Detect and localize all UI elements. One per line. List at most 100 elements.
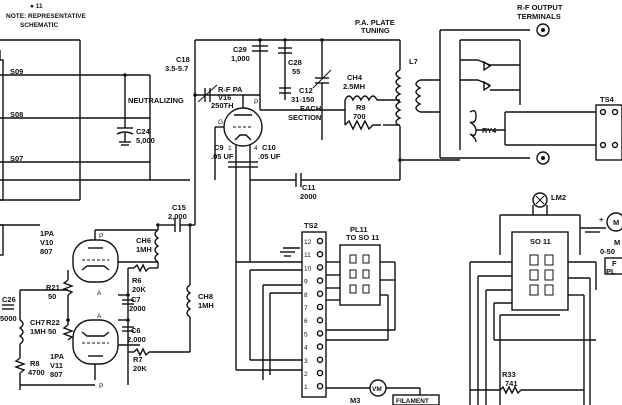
ch7-value: 1MH — [30, 327, 46, 336]
r22-value: 50 — [48, 327, 56, 336]
schematic-note: ● 11 NOTE: REPRESENTATIVE SCHEMATIC — [6, 3, 87, 29]
c11-ref: C11 — [302, 183, 315, 192]
ground-symbol — [280, 247, 300, 257]
ch6-ref: CH6 — [136, 236, 151, 245]
pa-plate-tuning-1: P.A. PLATE — [355, 18, 395, 27]
r21-ref: R21 — [46, 283, 60, 292]
ch4-value: 2.5MH — [343, 82, 365, 91]
c24-ref: C24 — [136, 127, 151, 136]
ch8-ref: CH8 — [198, 292, 213, 301]
socket-so11: SO 11 — [469, 214, 597, 405]
r6-value: 20K — [132, 285, 146, 294]
v10-line3: 807 — [40, 247, 53, 256]
v16-line1: R-F PA — [218, 85, 243, 94]
r21-value: 50 — [48, 292, 56, 301]
choke-ch7: CH7 1MH — [18, 318, 46, 345]
r9-value: 700 — [353, 112, 366, 121]
c24-value: 5,000 — [136, 136, 155, 145]
c12-section: SECTION — [288, 113, 321, 122]
ts4-label: TS4 — [600, 95, 615, 104]
rf-output-1: R-F OUTPUT — [517, 3, 563, 12]
pa-plate-tuning-2: TUNING — [361, 26, 390, 35]
ts2-terminal-post — [316, 382, 324, 390]
r6-ref: R6 — [132, 276, 142, 285]
r7-ref: R7 — [133, 355, 143, 364]
r7-value: 20K — [133, 364, 147, 373]
v11-pin-a: A — [97, 313, 102, 320]
ts2-terminal-post — [316, 264, 324, 271]
capacitor-c9-c10: C9 .05 UF C10 .05 UF — [211, 143, 281, 168]
left-lower-box — [0, 224, 4, 256]
switch-label-s09: S09 — [10, 67, 23, 76]
resistor-r9: R9 700 — [344, 103, 395, 131]
meter-vm: VM M3 FILAMENT — [326, 379, 440, 405]
c12-value: 31-150 — [291, 95, 314, 104]
resistor-r33: R33 741 — [470, 370, 584, 395]
rf-output-2: TERMINALS — [517, 12, 561, 21]
r8-ref: R8 — [30, 359, 40, 368]
right-label-range: 0-50 — [600, 247, 615, 256]
ts2-terminal-post — [316, 330, 324, 337]
ts2-terminal-number: 11 — [304, 252, 311, 259]
switch-label-s08: S08 — [10, 110, 23, 119]
note-line-1: ● 11 — [30, 3, 43, 10]
c10-ref: C10 — [262, 143, 276, 152]
pl11-line1: PL11 — [350, 225, 368, 234]
v16-pin-g: G — [218, 119, 223, 126]
v10-line2: V10 — [40, 238, 53, 247]
ts2-terminal-number: 8 — [304, 292, 308, 299]
switch-boxes: S09 S08 S07 — [0, 39, 190, 201]
c15-ref: C15 — [172, 203, 186, 212]
ts2-terminal-number: 9 — [304, 279, 308, 286]
ch8-value: 1MH — [198, 301, 214, 310]
capacitor-c12: C12 31-150 EACH SECTION P.A. PLATE TUNIN… — [288, 18, 395, 140]
ts2-terminal-post — [316, 277, 324, 284]
ch6-value: 1MH — [136, 245, 152, 254]
v10-line1: 1PA — [40, 229, 55, 238]
choke-ch8: CH8 1MH — [186, 225, 214, 340]
ts2-terminal-post — [316, 250, 324, 258]
right-label-f: F — [612, 259, 617, 268]
ts2-label: TS2 — [304, 221, 318, 230]
l7-label: L7 — [409, 57, 418, 66]
capacitor-c28: C28 55 — [278, 40, 302, 100]
ch4-ref: CH4 — [347, 73, 363, 82]
v11-pin-p: P — [99, 383, 103, 390]
c12-each: EACH — [300, 104, 321, 113]
tube-v16: R-F PA V16 250TH P G 1 4 — [211, 85, 263, 262]
note-line-2: NOTE: REPRESENTATIVE — [6, 13, 87, 20]
capacitor-c15: C15 2,000 — [160, 203, 196, 232]
choke-ch4: CH4 2.5MH — [343, 73, 395, 125]
switch-box-edge — [0, 59, 4, 201]
tube-v11: 1PA V11 807 A P — [50, 313, 140, 390]
v11-line3: 807 — [50, 370, 63, 379]
terminal-strip-ts4: TS4 — [595, 95, 622, 161]
tube-v10: 1PA V10 807 P A — [40, 229, 158, 297]
c12-ref: C12 — [299, 86, 313, 95]
coil-l7: L7 — [395, 40, 460, 161]
ts2-terminal-post — [316, 369, 324, 377]
ts2-terminal-number: 1 — [304, 384, 308, 391]
c29-value: 1,000 — [231, 54, 250, 63]
ts2-terminal-number: 4 — [304, 345, 308, 352]
ts2-terminal-post — [316, 237, 324, 245]
c7-ref: C7 — [131, 295, 141, 304]
ts2-terminal-number: 3 — [304, 358, 308, 365]
resistor-r6: R6 20K — [128, 263, 158, 294]
r8-value: 4700 — [28, 368, 45, 377]
switch-label-s07: S07 — [10, 154, 23, 163]
lm2-label: LM2 — [551, 193, 566, 202]
m3-label: M3 — [350, 396, 360, 405]
v16-pin-1: 1 — [228, 145, 232, 152]
v11-line1: 1PA — [50, 352, 65, 361]
ts2-terminal-number: 5 — [304, 331, 308, 338]
r22-ref: R22 — [46, 318, 60, 327]
c26-value: 5000 — [0, 314, 17, 323]
ts2-terminal-number: 12 — [304, 239, 312, 246]
ts2-terminal-post — [316, 356, 324, 364]
right-edge-meter: + M M 0-50 F PL — [580, 212, 622, 276]
capacitor-c26: C26 5000 — [0, 295, 17, 323]
